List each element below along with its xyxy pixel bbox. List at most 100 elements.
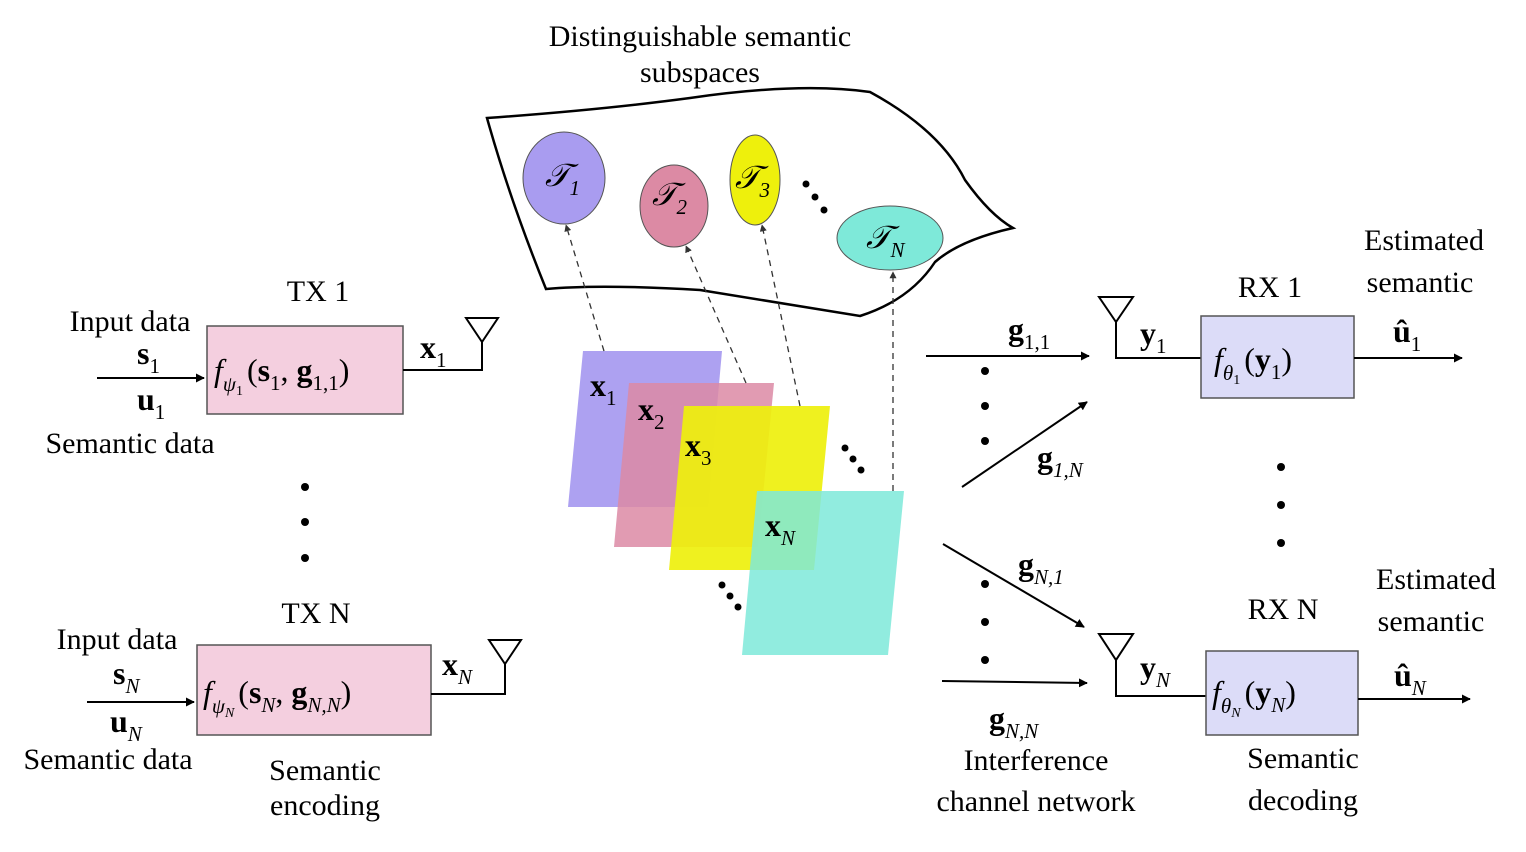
txN-caption-line2: encoding — [270, 789, 380, 822]
tx1-output-sub: 1 — [436, 348, 447, 372]
svg-text:gN,1: gN,1 — [1018, 546, 1064, 589]
txN-output-symbol: x — [442, 646, 458, 682]
tx1-input-sub: 1 — [149, 354, 160, 378]
tx1-antenna-icon — [464, 317, 500, 344]
interference-channel-network: g1,1 g1,N gN,1 gN,N Interference channel… — [926, 311, 1136, 818]
svg-text:x2: x2 — [638, 391, 665, 434]
rx1-output-symbol: û — [1393, 313, 1411, 349]
signal-xN-sub: N — [780, 526, 796, 550]
txN-caption-line1: Semantic — [269, 754, 381, 787]
signal-x1-sub: 1 — [606, 386, 617, 410]
subspace-TN-sub: N — [890, 238, 906, 262]
rx1-antenna-icon — [1097, 296, 1135, 324]
receiver-1: y1 RX 1 fθ1(y1) Estimated semantic û1 — [1097, 224, 1484, 399]
subspace-T2: 𝒯2 — [639, 164, 709, 248]
channel-g1N-sub: 1,N — [1053, 458, 1084, 482]
svg-text:g1,1: g1,1 — [1008, 311, 1050, 354]
channel-gN1-symbol: g — [1018, 546, 1034, 582]
svg-text:u1: u1 — [137, 381, 165, 424]
signal-planes: x1 x2 x3 xN — [564, 224, 904, 655]
txN-semantic-label: Semantic data — [23, 743, 192, 776]
txN-output-sub: N — [457, 665, 473, 689]
subspace-T1-sub: 1 — [570, 176, 581, 200]
signal-xN-symbol: x — [765, 507, 781, 543]
rx1-input-symbol: y — [1140, 315, 1156, 351]
tx1-antenna-feed — [403, 336, 483, 371]
svg-text:x1: x1 — [590, 367, 617, 410]
channel-gN1-sub: N,1 — [1033, 565, 1064, 589]
subspace-TN: 𝒯N — [836, 205, 944, 271]
channel-arrow-g1N — [961, 401, 1088, 488]
signal-plane-xN — [742, 491, 904, 655]
rx1-decoder-box — [1200, 315, 1355, 399]
tx1-semantic-label: Semantic data — [45, 427, 214, 460]
subspace-T3-sub: 3 — [759, 178, 771, 202]
rxN-title: RX N — [1248, 593, 1319, 626]
region-title-line2: subspaces — [640, 56, 760, 89]
rxN-decoder-expression: fθN(yN) — [1212, 674, 1296, 721]
region-title-line1: Distinguishable semantic — [549, 20, 851, 53]
rx1-output-sub: 1 — [1411, 332, 1422, 356]
svg-text:gN,N: gN,N — [989, 700, 1039, 743]
transmitter-N: TX N Input data sN uN Semantic data fψN(… — [23, 597, 523, 822]
tx1-semantic-symbol: u — [137, 381, 155, 417]
channel-g1N-symbol: g — [1037, 439, 1053, 475]
svg-text:x3: x3 — [685, 427, 712, 470]
semantic-subspaces-region: Distinguishable semantic subspaces 𝒯1 𝒯2… — [485, 20, 1017, 318]
tx1-output-symbol: x — [420, 329, 436, 365]
tx1-semantic-sub: 1 — [155, 400, 166, 424]
svg-text:sN: sN — [113, 655, 140, 698]
channel-ellipsis-lower — [981, 580, 989, 664]
rx1-title: RX 1 — [1238, 271, 1302, 304]
tx1-encoder-box — [206, 325, 404, 415]
tx1-input-label: Input data — [70, 305, 191, 338]
rxN-decoder-box — [1205, 650, 1359, 736]
rxN-input-symbol: y — [1140, 649, 1156, 685]
channel-g11-symbol: g — [1008, 311, 1024, 347]
svg-text:g1,N: g1,N — [1037, 439, 1084, 482]
svg-text:xN: xN — [442, 646, 473, 689]
signal-x3-symbol: x — [685, 427, 701, 463]
rxN-estimated-line1: Estimated — [1376, 563, 1496, 596]
channel-ellipsis-upper — [981, 367, 989, 445]
receiver-N: yN RX N fθN(yN) Estimated semantic ûN Se… — [1097, 563, 1496, 817]
subspace-T2-ellipse — [639, 164, 709, 248]
channel-gNN-sub: N,N — [1004, 719, 1039, 743]
subspace-T1-ellipse — [522, 131, 606, 225]
channel-arrow-gN1 — [942, 543, 1085, 628]
rxN-caption-line1: Semantic — [1247, 742, 1359, 775]
subspace-T3: 𝒯3 — [729, 134, 781, 226]
channel-caption-line1: Interference — [964, 744, 1109, 777]
rxN-output-symbol: û — [1394, 657, 1412, 693]
subspace-T1: 𝒯1 — [522, 131, 606, 225]
mapping-arrow-x3 — [759, 224, 801, 407]
signal-x1-symbol: x — [590, 367, 606, 403]
rxN-antenna-icon — [1097, 633, 1135, 662]
tx1-title: TX 1 — [287, 275, 350, 308]
tx1-input-symbol: s — [137, 335, 149, 371]
channel-g11-sub: 1,1 — [1024, 330, 1050, 354]
rxN-antenna-feed — [1115, 658, 1206, 697]
txN-semantic-sub: N — [127, 722, 143, 746]
rxN-output-sub: N — [1411, 676, 1427, 700]
rxN-estimated-line2: semantic — [1378, 605, 1485, 638]
signal-x2-symbol: x — [638, 391, 654, 427]
transmitter-ellipsis — [301, 483, 309, 562]
rx1-estimated-line2: semantic — [1367, 266, 1474, 299]
svg-text:s1: s1 — [137, 335, 160, 378]
txN-title: TX N — [281, 597, 350, 630]
svg-text:yN: yN — [1140, 649, 1171, 692]
txN-input-sub: N — [124, 674, 140, 698]
subspace-T2-sub: 2 — [677, 195, 688, 219]
svg-text:xN: xN — [765, 507, 796, 550]
subspace-TN-ellipse — [836, 205, 944, 271]
txN-antenna-feed — [431, 660, 506, 695]
svg-text:x1: x1 — [420, 329, 447, 372]
svg-text:û1: û1 — [1393, 313, 1421, 356]
channel-caption-line2: channel network — [936, 785, 1135, 818]
signal-x3-sub: 3 — [701, 446, 712, 470]
channel-gNN-symbol: g — [989, 700, 1005, 736]
svg-text:y1: y1 — [1140, 315, 1167, 358]
svg-text:uN: uN — [110, 703, 143, 746]
rx1-input-sub: 1 — [1156, 334, 1167, 358]
